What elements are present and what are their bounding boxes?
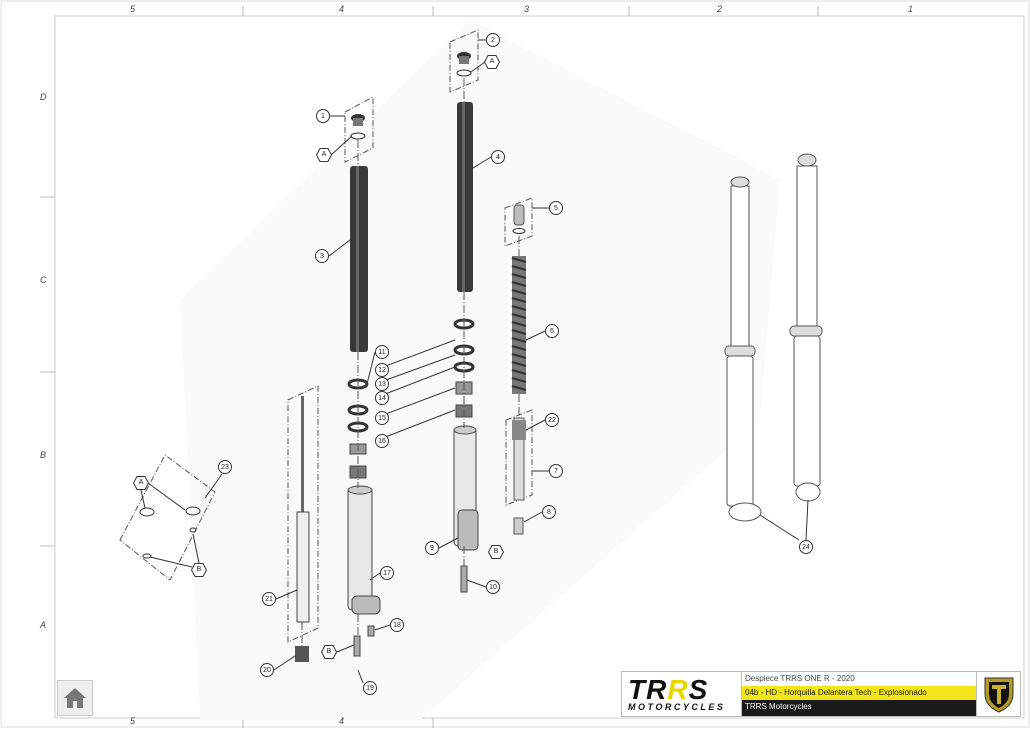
balloon-6: 6: [545, 324, 559, 338]
zone-col-4-bottom: 4: [339, 716, 345, 726]
balloon-1: 1: [316, 109, 330, 123]
home-icon: [64, 688, 86, 708]
balloon-24: 24: [799, 540, 813, 554]
balloon-18: 18: [390, 618, 404, 632]
zone-col-4: 4: [339, 4, 345, 14]
part-spring: [511, 256, 527, 394]
zone-row-b: B: [40, 450, 47, 460]
balloon-11: 11: [375, 345, 389, 359]
part-upper-tube-left: [350, 166, 368, 352]
zone-col-5-bottom: 5: [130, 716, 136, 726]
balloon-15: 15: [375, 411, 389, 425]
balloon-8: 8: [542, 505, 556, 519]
zone-row-d: D: [40, 92, 47, 102]
hex-tag-b: B: [321, 645, 337, 659]
hex-tag-a: A: [484, 55, 500, 69]
balloon-13: 13: [375, 377, 389, 391]
zone-row-c: C: [40, 275, 47, 285]
zone-col-1: 1: [908, 4, 914, 14]
balloon-16: 16: [375, 434, 389, 448]
balloon-10: 10: [486, 580, 500, 594]
balloon-21: 21: [262, 592, 276, 606]
drawing-subtitle: 04b - HD - Horquilla Delantera Tech - Ex…: [742, 686, 976, 700]
balloon-20: 20: [260, 663, 274, 677]
balloon-22: 22: [545, 413, 559, 427]
balloon-17: 17: [380, 566, 394, 580]
trrs-logo: TRRS MOTORCYCLES: [622, 672, 742, 716]
zone-col-3: 3: [524, 4, 530, 14]
zone-row-a: A: [40, 620, 47, 630]
part-lower-leg-right: [453, 425, 479, 551]
balloon-5: 5: [549, 201, 563, 215]
drawing-company: TRRS Motorcycles: [742, 700, 976, 716]
balloon-12: 12: [375, 363, 389, 377]
balloon-9: 9: [425, 541, 439, 555]
zone-col-5: 5: [130, 4, 136, 14]
hex-tag-b: B: [191, 563, 207, 577]
zone-col-2: 2: [717, 4, 723, 14]
home-button[interactable]: [57, 680, 93, 716]
hex-tag-a: A: [316, 148, 332, 162]
balloon-3: 3: [315, 249, 329, 263]
part-lower-leg-left: [347, 485, 381, 615]
balloon-23: 23: [218, 460, 232, 474]
balloon-2: 2: [486, 33, 500, 47]
hex-tag-a: A: [133, 476, 149, 490]
balloon-14: 14: [375, 391, 389, 405]
border-frame: [54, 15, 1025, 719]
balloon-7: 7: [549, 464, 563, 478]
balloon-4: 4: [491, 150, 505, 164]
balloon-19: 19: [363, 681, 377, 695]
assembled-fork: [724, 153, 823, 522]
drawing-title: Despiece TRRS ONE R - 2020: [745, 674, 855, 683]
title-block: TRRS MOTORCYCLES Despiece TRRS ONE R - 2…: [621, 671, 1021, 717]
hex-tag-b: B: [488, 545, 504, 559]
trrs-shield-emblem: [976, 672, 1021, 716]
